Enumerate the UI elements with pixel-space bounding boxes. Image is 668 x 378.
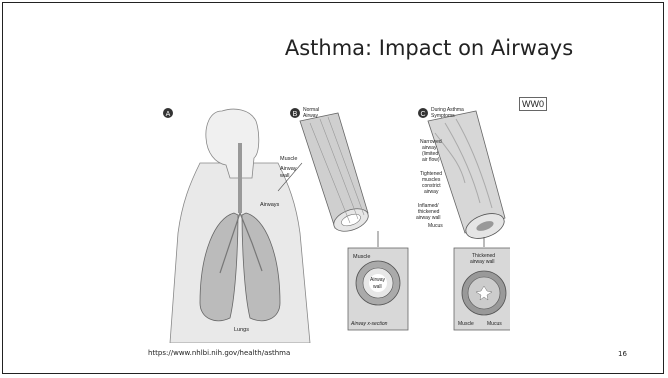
panel-a-letter: A: [166, 111, 171, 118]
label-tightened-4: airway: [424, 189, 439, 195]
source-url[interactable]: https://www.nhlbi.nih.gov/health/asthma: [148, 349, 290, 357]
xs-label-wall: wall: [373, 284, 382, 290]
asthma-airway-illustration: A Airways Lungs B Normal Airway Muscle A…: [160, 103, 510, 343]
panel-b-airway: [300, 113, 371, 236]
xs2-label-thick-2: airway wall: [470, 259, 494, 265]
panel-a-torso: [170, 109, 310, 343]
xs-label-muscle: Muscle: [353, 254, 370, 260]
xs-caption: Airway x-section: [350, 321, 388, 327]
label-airways: Airways: [260, 202, 280, 208]
slide-title: Asthma: Impact on Airways: [0, 36, 668, 60]
panel-b-title-2: Airway: [303, 113, 319, 119]
label-airway-wall: wall: [279, 173, 289, 179]
panel-b-letter: B: [293, 111, 298, 118]
label-inflamed-3: airway wall: [416, 215, 440, 221]
xs2-label-mucus: Mucus: [487, 321, 502, 327]
xs-label-airway: Airway: [370, 277, 386, 283]
comment-marker[interactable]: WW0: [519, 97, 547, 111]
label-narrowed-4: air flow): [422, 157, 440, 163]
label-airway: Airway: [280, 166, 297, 172]
xs2-label-muscle: Muscle: [458, 321, 474, 327]
label-lungs: Lungs: [234, 327, 249, 333]
label-mucus: Mucus: [428, 223, 443, 229]
panel-c-letter: C: [420, 111, 425, 118]
label-muscle: Muscle: [280, 156, 297, 162]
panel-c-title-2: Symptoms: [431, 113, 455, 119]
page-number: 16: [618, 350, 627, 358]
